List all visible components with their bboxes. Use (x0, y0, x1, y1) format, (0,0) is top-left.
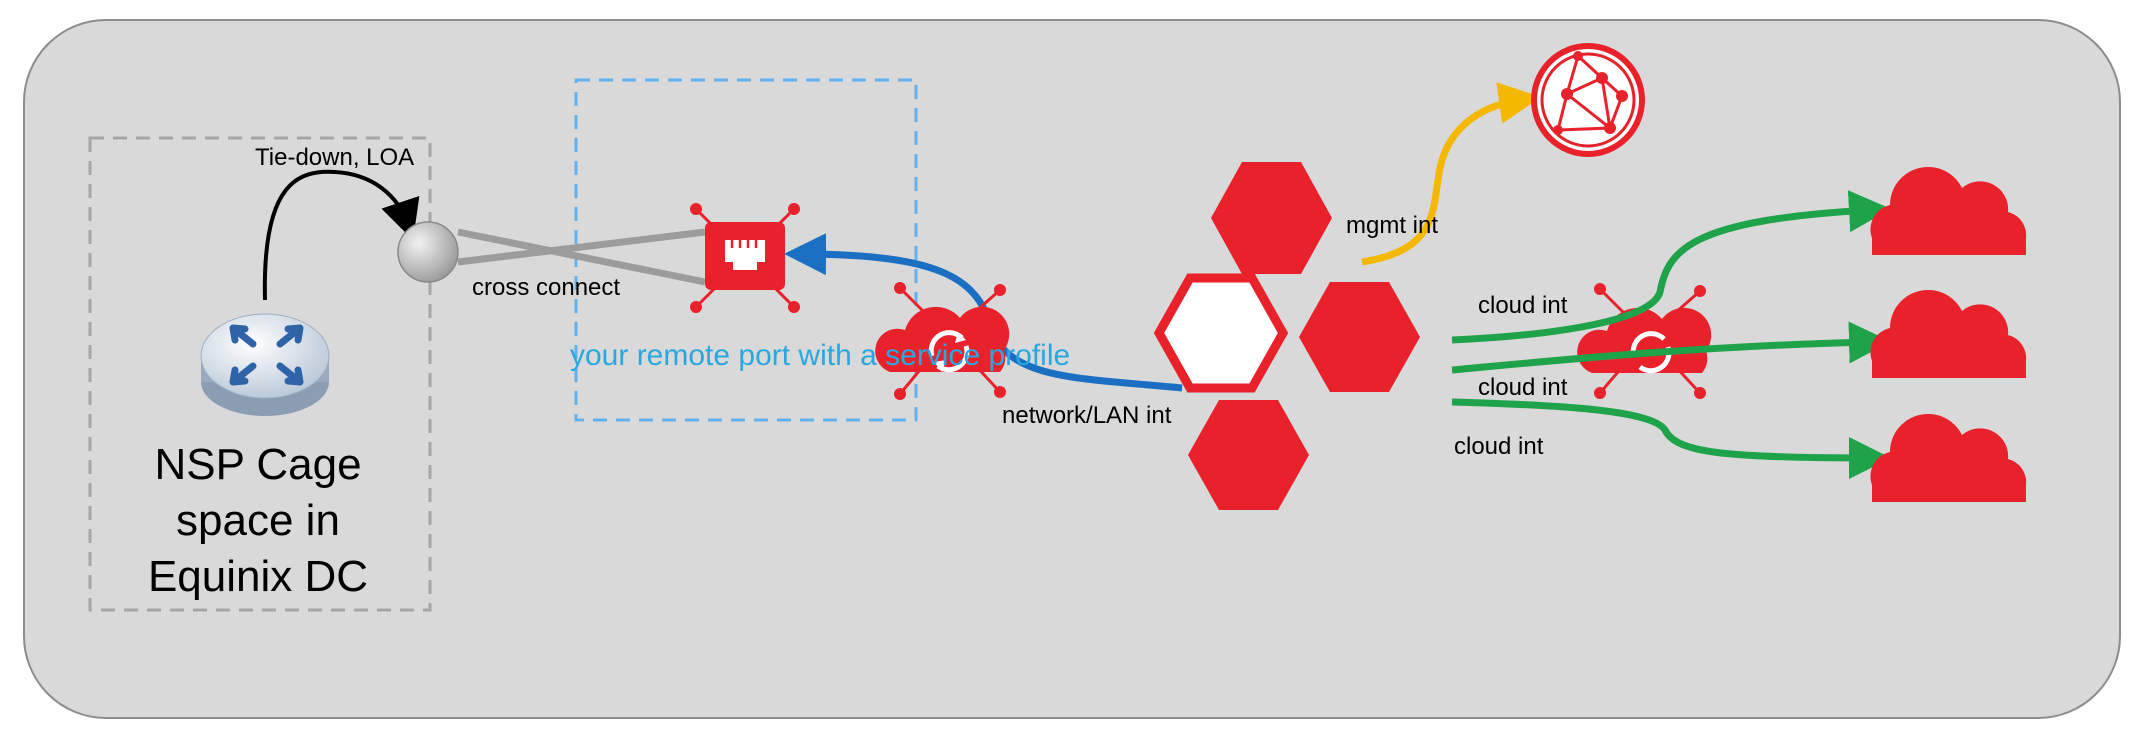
remote-port-region (574, 78, 918, 422)
cloud-int-label-2: cloud int (1478, 374, 1568, 401)
cloud-link-arrows (1451, 190, 1891, 479)
cross-connect-lines (457, 228, 706, 286)
tie-down-arrow (262, 169, 420, 301)
network-lan-label: network/LAN int (1002, 402, 1172, 429)
globe-network-icon (1531, 43, 1645, 157)
cross-connect-label: cross connect (472, 274, 621, 301)
ethernet-port-icon (690, 203, 800, 313)
remote-port-label: your remote port with a service profile (570, 339, 1071, 372)
mgmt-link-arrow (1361, 82, 1541, 266)
hexagon-cluster-icon (1153, 162, 1420, 510)
background-panel (23, 19, 2121, 719)
cage-region (88, 136, 432, 612)
cloud-int-label-1: cloud int (1478, 292, 1568, 319)
mgmt-label: mgmt int (1346, 212, 1439, 239)
cloud-int-label-3: cloud int (1454, 433, 1544, 460)
cloud-router-icon (875, 282, 1010, 400)
patch-panel-port-icon (397, 221, 459, 283)
tie-down-label: Tie-down, LOA (255, 144, 415, 171)
cage-label: NSP Cage space in Equinix DC (147, 440, 369, 601)
router-icon (200, 313, 330, 416)
cloud-icon (1870, 166, 2027, 502)
